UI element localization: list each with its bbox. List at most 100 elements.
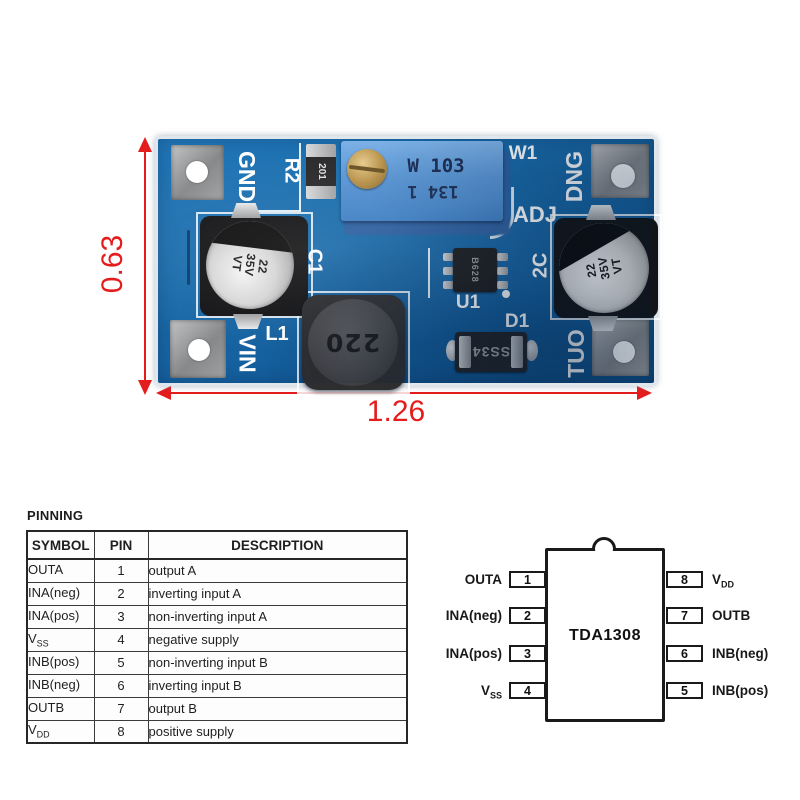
height-dimension-label: 0.63 [96, 234, 129, 294]
resistor-cap [306, 144, 336, 157]
ic-pin [443, 267, 454, 275]
product-photo: 0.63 1.26 [96, 136, 662, 428]
description-cell: output A [147, 558, 408, 583]
pin-cell: 2 [93, 581, 149, 606]
silk-line [428, 248, 430, 298]
chip-body [545, 548, 665, 722]
col-header-description: DESCRIPTION [147, 530, 408, 560]
cap-tab [233, 314, 263, 329]
pin-box-6: 6 [666, 645, 703, 662]
table-row: OUTA 1 output A [26, 558, 408, 583]
pin-box-4: 4 [509, 682, 546, 699]
chip-notch-mask [589, 551, 619, 565]
silk-box-l1 [297, 291, 410, 394]
symbol-cell: V [28, 722, 37, 738]
table-row: INB(pos) 5 non-inverting input B [26, 650, 408, 675]
ic-marking: B628 [469, 257, 480, 283]
arrow-down-icon [138, 380, 152, 395]
pin-cell: 4 [93, 627, 149, 652]
chip-name: TDA1308 [569, 627, 641, 644]
diode-band [459, 336, 471, 368]
pin-box-3: 3 [509, 645, 546, 662]
silk-line [299, 143, 301, 211]
table-header-row: SYMBOL PIN DESCRIPTION [26, 530, 408, 560]
description-cell: output B [147, 696, 408, 721]
trimmer-marking-2: 134 1 [407, 181, 459, 201]
symbol-cell: INB(neg) [28, 676, 81, 692]
mounting-hole [611, 164, 635, 188]
pin-box-5: 5 [666, 682, 703, 699]
cap-tab [586, 205, 616, 220]
ic-pin [443, 281, 454, 289]
pin-box-8: 8 [666, 571, 703, 588]
silk-label-w1: W1 [508, 143, 538, 164]
ic-pin [497, 281, 508, 289]
ic-pin [497, 253, 508, 261]
silk-line [253, 210, 301, 212]
ic-pin [497, 267, 508, 275]
solder-blob [525, 340, 538, 361]
symbol-cell: INA(neg) [28, 584, 81, 600]
pin-cell: 6 [93, 673, 149, 698]
capacitor-c1: 22 35V VT [206, 221, 294, 309]
diode-band [511, 336, 523, 368]
description-cell: negative supply [147, 627, 408, 652]
symbol-cell: V [28, 630, 37, 646]
description-cell: positive supply [147, 719, 408, 744]
description-cell: inverting input B [147, 673, 408, 698]
silk-label-vin: VIN [234, 333, 261, 373]
resistor-r2: 201 [306, 144, 336, 199]
symbol-cell: OUTA [28, 561, 64, 577]
pin-label-vdd: VDD [712, 572, 735, 590]
pin-box-2: 2 [509, 607, 546, 624]
table-row: INA(pos) 3 non-inverting input A [26, 604, 408, 629]
pin-cell: 1 [93, 558, 149, 583]
silk-label-c1: C1 [303, 248, 326, 274]
pcb-board: 201 W 103 134 1 22 35V VT [155, 136, 662, 394]
cap-marking: VT [607, 256, 625, 276]
description-cell: non-inverting input B [147, 650, 408, 675]
silk-label-r2: R2 [280, 157, 303, 183]
arrow-up-icon [138, 137, 152, 152]
cap-marking: VT [229, 254, 246, 273]
silk-label-c2: 2C [529, 252, 552, 278]
description-cell: inverting input A [147, 581, 408, 606]
pin-cell: 3 [93, 604, 149, 629]
silk-label-l1: L1 [265, 323, 289, 345]
resistor-cap [306, 186, 336, 199]
dark-trace [187, 230, 190, 285]
resistor-marking: 201 [315, 163, 327, 180]
silk-label-adj: ADJ [512, 202, 557, 227]
pin-label-outb: OUTB [712, 608, 751, 623]
symbol-cell: INB(pos) [28, 653, 80, 669]
ic-pin [443, 253, 454, 261]
pin-label-outa: OUTA [464, 572, 502, 587]
pin-label-inb-neg: INB(neg) [712, 646, 769, 661]
symbol-cell: OUTB [28, 699, 65, 715]
inductor-face: 220 [308, 299, 398, 386]
cap-marking: 22 [255, 258, 272, 275]
mounting-hole [613, 341, 635, 363]
cap-vent-mark [206, 221, 294, 309]
trimmer-marking-1: W 103 [407, 155, 465, 177]
cap-tab [231, 203, 261, 218]
mounting-hole [186, 161, 208, 183]
silk-dot [502, 290, 510, 298]
symbol-subscript: SS [36, 638, 49, 649]
table-row: INB(neg) 6 inverting input B [26, 673, 408, 698]
silk-label-gnd-tl: GND [234, 150, 261, 202]
capacitor-c2: 22 35V VT [559, 223, 649, 313]
height-dimension-line [144, 140, 146, 384]
table-row: VSS 4 negative supply [26, 627, 408, 652]
width-dimension-label: 1.26 [366, 395, 426, 428]
pin-box-7: 7 [666, 607, 703, 624]
symbol-subscript: DD [36, 730, 50, 741]
pin-cell: 7 [93, 696, 149, 721]
silk-label-out: TUO [562, 328, 589, 378]
silk-label-d1: D1 [504, 311, 530, 332]
pin-box-1: 1 [509, 571, 546, 588]
arrow-right-icon [637, 386, 652, 400]
pin-label-ina-pos: INA(pos) [445, 646, 502, 661]
symbol-cell: INA(pos) [28, 607, 80, 623]
